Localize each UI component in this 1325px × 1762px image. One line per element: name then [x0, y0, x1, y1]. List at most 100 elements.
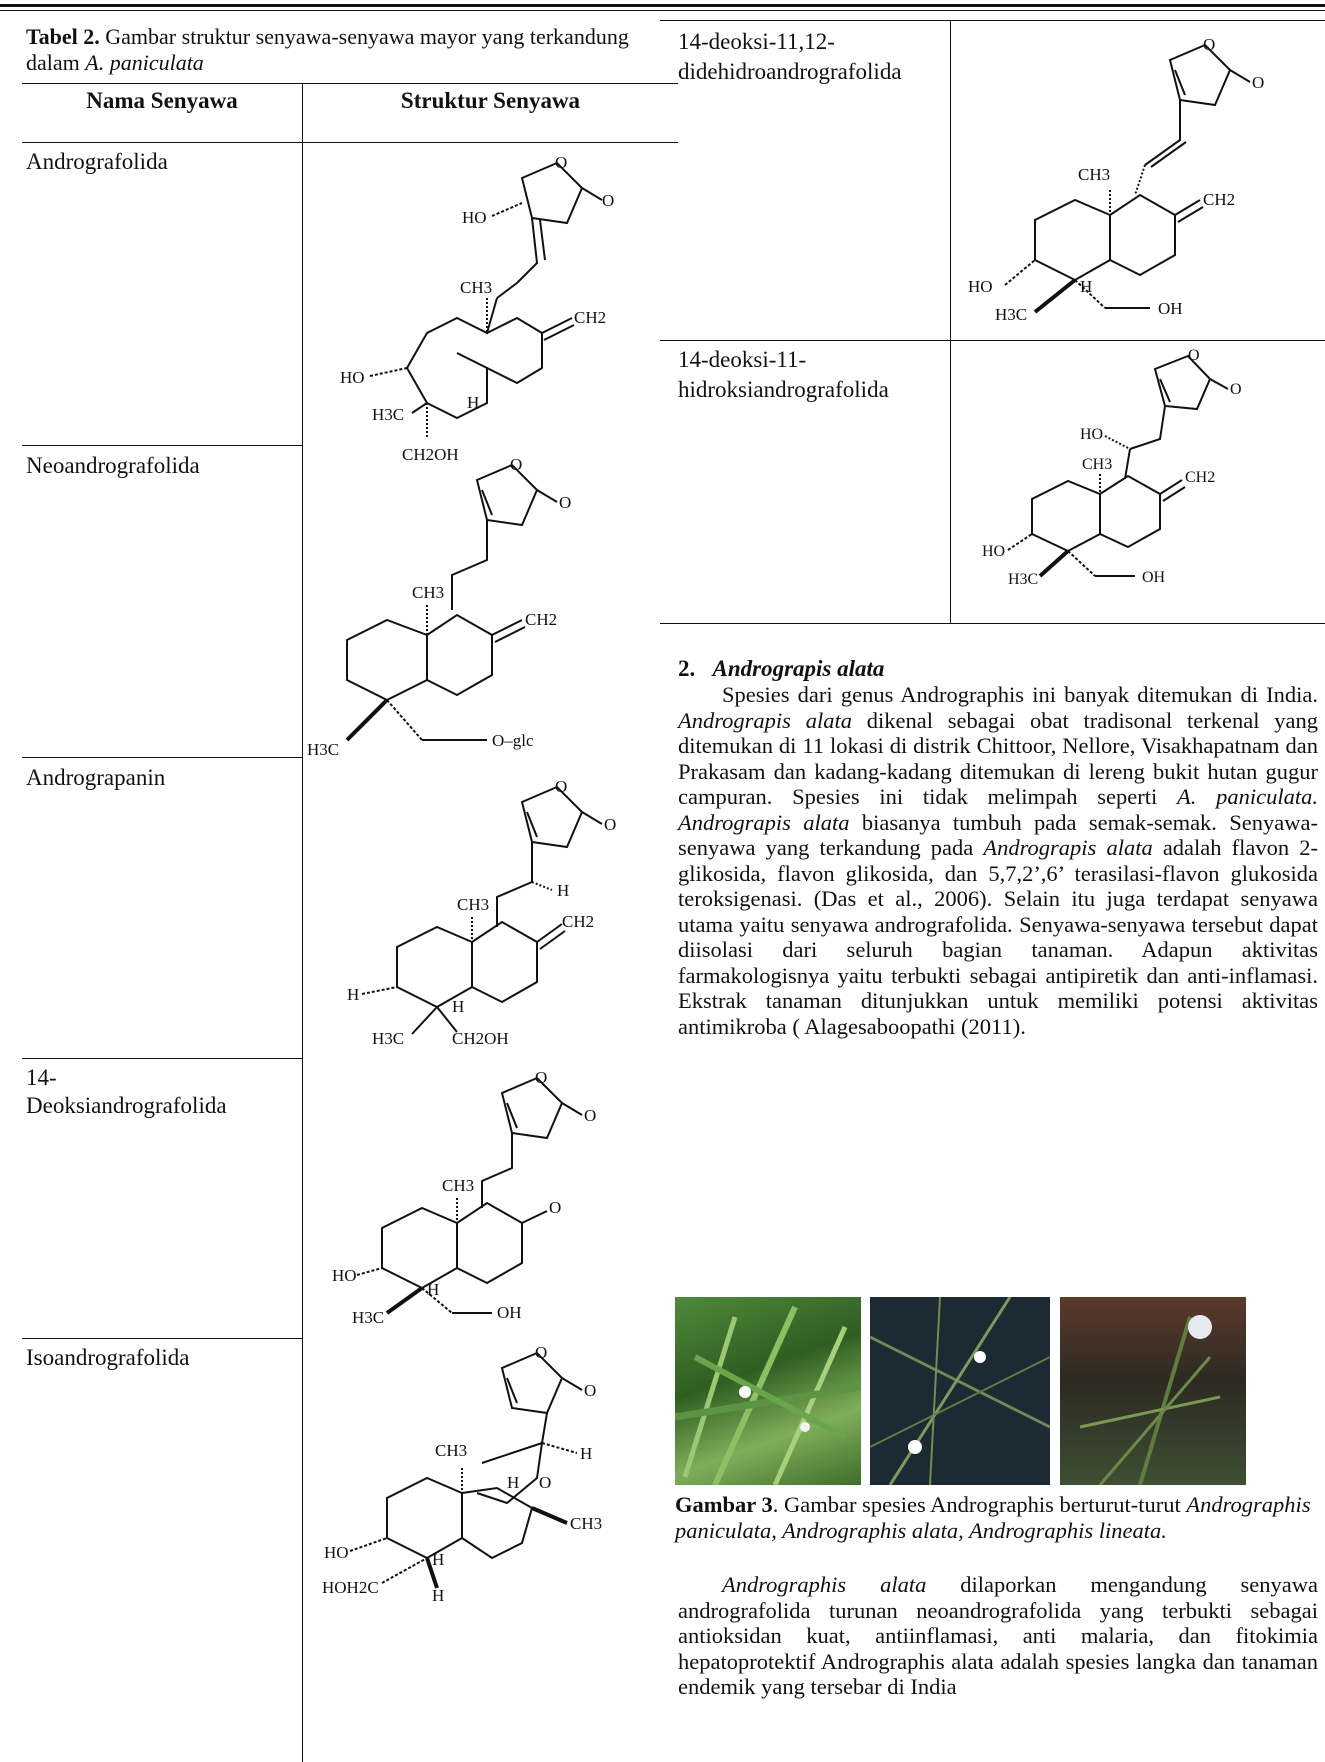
svg-text:H: H [432, 1586, 444, 1605]
row-rule [660, 340, 1325, 341]
svg-text:H: H [427, 1280, 439, 1299]
structure-14-deoksi-11-12-didehidroandrografolida: O O CH3 CH2 HO H H3C OH [960, 30, 1320, 340]
figure-species: Andrographis paniculata, Andrographis al… [675, 1492, 1311, 1543]
svg-text:HO: HO [332, 1266, 357, 1285]
svg-text:H: H [467, 393, 479, 412]
compound-name-line2: didehidroandrografolida [678, 59, 902, 84]
svg-text:HO: HO [462, 208, 487, 227]
svg-text:O: O [1188, 347, 1200, 364]
species-name: Andrograpis alata [678, 809, 850, 835]
col-header-structure: Struktur Senyawa [400, 88, 581, 113]
svg-text:O: O [539, 1473, 551, 1492]
svg-text:O: O [510, 455, 522, 474]
compound-name-line1: 14- [26, 1065, 57, 1090]
photo-andrographis-alata [870, 1297, 1050, 1485]
compound-name-line2: hidroksiandrografolida [678, 377, 889, 402]
svg-text:O: O [559, 493, 571, 512]
svg-text:O: O [1203, 35, 1215, 54]
svg-text:H3C: H3C [1008, 571, 1038, 588]
section-title: Andrograpis alata [712, 656, 885, 681]
table-column-divider [950, 20, 951, 623]
photo-andrographis-paniculata [675, 1297, 861, 1485]
structure-14-deoksiandrografolida: O O CH3 O HO H H3C OH [312, 1063, 672, 1333]
caption-text: Gambar struktur senyawa-senyawa mayor ya… [26, 24, 629, 75]
svg-text:CH3: CH3 [435, 1441, 467, 1460]
compound-name: Neoandrografolida [26, 453, 200, 478]
svg-text:HOH2C: HOH2C [322, 1578, 379, 1597]
svg-text:CH3: CH3 [1078, 165, 1110, 184]
text-run: adalah flavon 2-glikosida, flavon glikos… [678, 835, 1319, 1039]
compound-name: Isoandrografolida [26, 1345, 190, 1370]
svg-text:H3C: H3C [307, 740, 339, 759]
text-run: dikenal sebagai obat tradisonal terkenal… [678, 707, 1318, 810]
svg-text:O: O [535, 1068, 547, 1087]
table-header-rule [22, 83, 678, 84]
caption-label: Tabel 2. [26, 24, 100, 49]
svg-text:HO: HO [340, 368, 365, 387]
svg-text:CH3: CH3 [442, 1176, 474, 1195]
svg-text:O–glc: O–glc [492, 731, 534, 750]
structure-neoandrografolida: O O CH3 CH2 H3C O–glc [307, 450, 677, 780]
svg-text:CH3: CH3 [457, 895, 489, 914]
compound-name-line1: 14-deoksi-11- [678, 347, 807, 372]
svg-text:CH2: CH2 [562, 912, 594, 931]
table-column-divider [302, 84, 303, 1762]
svg-text:O: O [555, 777, 567, 796]
top-rule-thin [0, 10, 1325, 11]
svg-text:O: O [549, 1198, 561, 1217]
figure-caption: Gambar 3. Gambar spesies Andrographis be… [675, 1492, 1320, 1543]
paragraph-1: Spesies dari genus Andrographis ini bany… [678, 682, 1318, 1039]
svg-text:H3C: H3C [372, 405, 404, 424]
species-name: Andrographis alata [722, 1572, 927, 1597]
svg-text:H: H [580, 1444, 592, 1463]
svg-text:H: H [432, 1550, 444, 1569]
text-run: Spesies dari genus Andrographis ini bany… [722, 682, 1318, 707]
svg-text:CH3: CH3 [570, 1514, 602, 1533]
section-heading: 2. Andrograpis alata [678, 656, 884, 682]
svg-text:O: O [604, 815, 616, 834]
figure-caption-text: . Gambar spesies Andrographis berturut-t… [772, 1492, 1187, 1517]
compound-name-line2: Deoksiandrografolida [26, 1093, 227, 1118]
species-name: A. paniculata. [1177, 784, 1318, 809]
structure-14-deoksi-11-hidroksiandrografolida: O O HO CH3 CH2 HO H3C OH [960, 344, 1320, 614]
svg-text:HO: HO [324, 1543, 349, 1562]
svg-text:H: H [347, 985, 359, 1004]
text-run: dilaporkan mengandung senyawa andrografo… [678, 1572, 1318, 1699]
structure-andrografolida: O O HO CH3 CH2 HO H H3C CH2OH [312, 148, 672, 498]
svg-text:H3C: H3C [372, 1029, 404, 1048]
row-rule [22, 757, 302, 758]
table-2: Tabel 2. Gambar struktur senyawa-senyawa… [22, 20, 678, 1762]
svg-text:H: H [1080, 277, 1092, 296]
svg-text:O: O [584, 1381, 596, 1400]
svg-text:CH3: CH3 [460, 278, 492, 297]
svg-text:OH: OH [497, 1303, 522, 1322]
svg-text:H: H [507, 1473, 519, 1492]
row-rule [22, 445, 302, 446]
col-header-name: Nama Senyawa [86, 88, 238, 113]
svg-text:CH2OH: CH2OH [452, 1029, 509, 1048]
compound-name: Andrograpanin [26, 765, 166, 790]
top-rule [0, 4, 1325, 7]
row-rule [22, 1058, 302, 1059]
svg-text:OH: OH [1142, 569, 1166, 586]
svg-text:HO: HO [982, 543, 1005, 560]
structure-isoandrografolida: O O H CH3 H O CH3 HO H HOH2C H [312, 1343, 672, 1643]
svg-text:CH2: CH2 [525, 610, 557, 629]
compound-name: Andrografolida [26, 149, 168, 174]
svg-text:CH3: CH3 [1082, 456, 1112, 473]
svg-text:H3C: H3C [995, 305, 1027, 324]
svg-text:H: H [452, 997, 464, 1016]
right-column: 14-deoksi-11,12- didehidroandrografolida… [660, 20, 1325, 1762]
svg-text:O: O [555, 153, 567, 172]
svg-text:O: O [1230, 381, 1242, 398]
table-top-rule [660, 20, 1325, 21]
table-caption: Tabel 2. Gambar struktur senyawa-senyawa… [26, 24, 676, 76]
table-bottom-rule [660, 623, 1325, 624]
structure-andrograpanin: O O H CH3 CH2 H H H3C CH2OH [312, 762, 672, 1062]
svg-text:O: O [535, 1343, 547, 1362]
svg-text:O: O [1252, 73, 1264, 92]
svg-text:CH3: CH3 [412, 583, 444, 602]
table-rule [22, 142, 678, 143]
species-name: Andrograpis alata [983, 835, 1153, 860]
svg-text:OH: OH [1158, 299, 1183, 318]
